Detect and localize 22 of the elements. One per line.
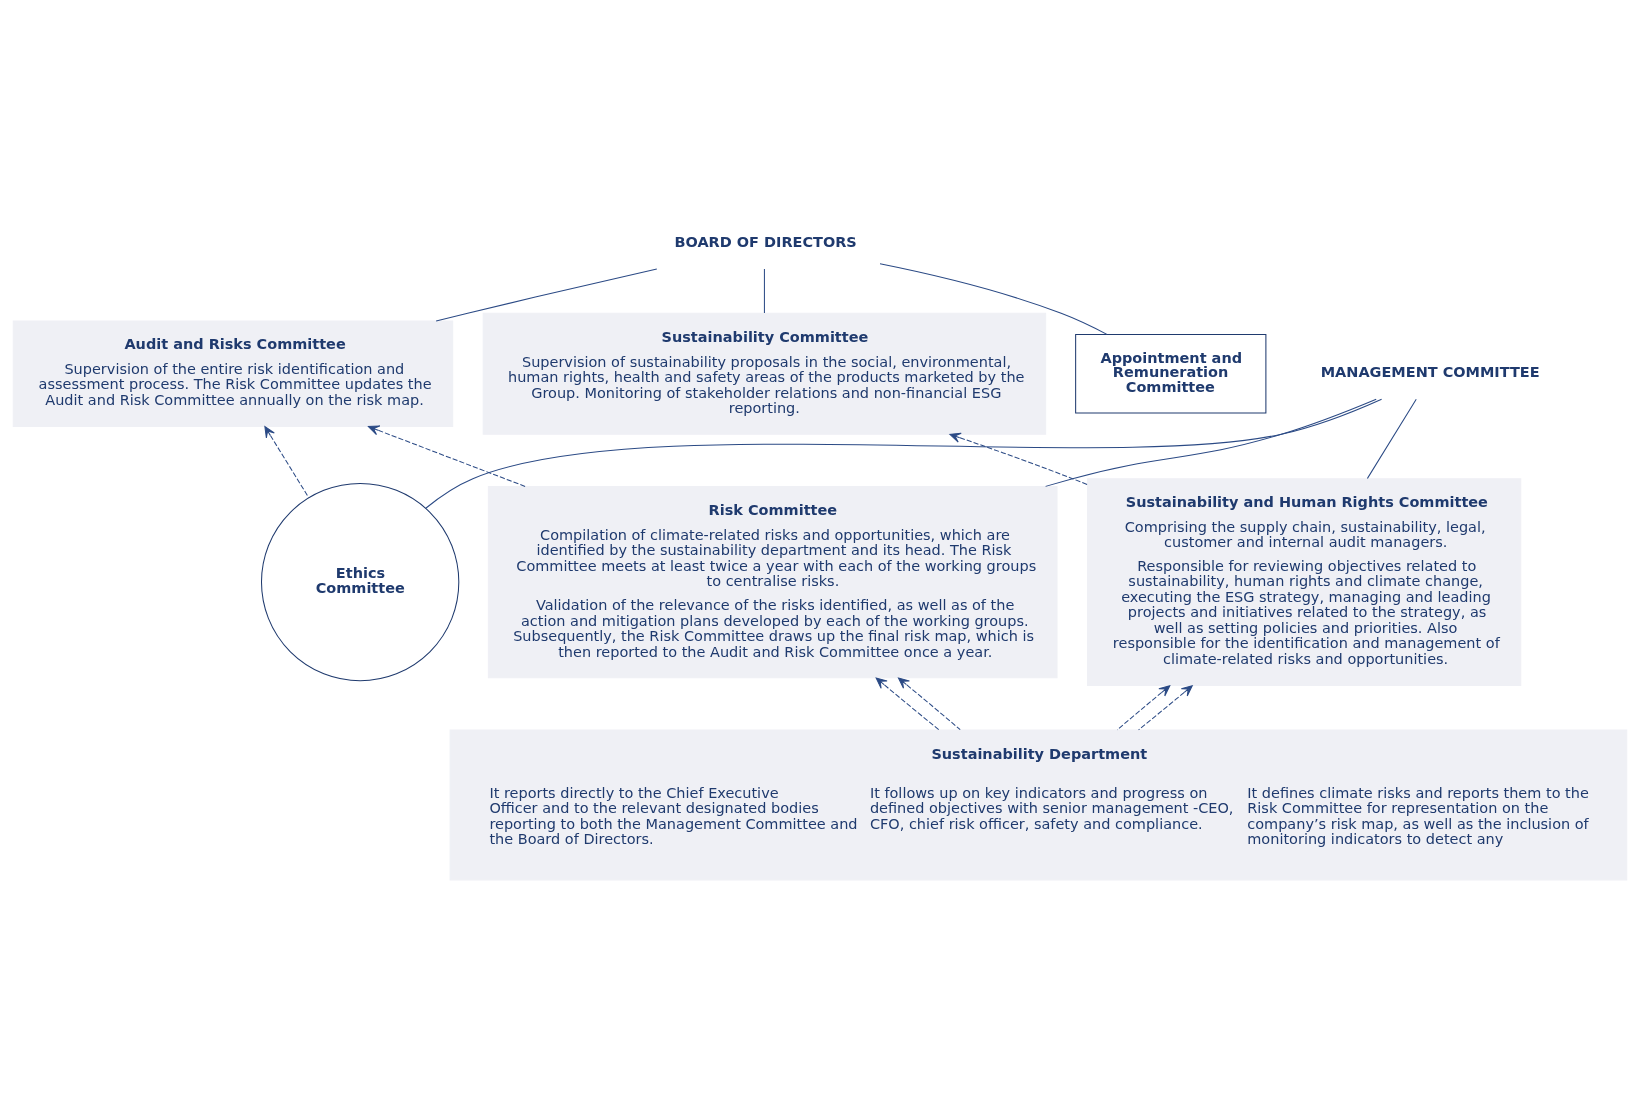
node-text: BOARD OF DIRECTORS bbox=[674, 233, 857, 250]
arrow bbox=[875, 677, 940, 730]
node-circle: Ethics Committee bbox=[260, 482, 460, 681]
arrow bbox=[1116, 684, 1171, 730]
arrow bbox=[264, 425, 310, 498]
arrow bbox=[949, 432, 1088, 485]
node-box: Sustainability Department It reports directly to the Chief Executive Officer and to the relevant designated bodies reporting to both the Management Committee and the Board of Directors. It follows up on key indicators and progress on defined objectives with senior management -CEO, CFO, chief risk officer, safety and compliance. It defines climate risks and reports them to the Risk Committee for representation on the company’s risk map, as well as the inclusion of monitoring indicators to detect any bbox=[449, 728, 1628, 880]
connector bbox=[879, 262, 1108, 335]
connector bbox=[1366, 398, 1417, 479]
connector bbox=[763, 267, 765, 313]
connector bbox=[1045, 398, 1377, 487]
node-box: Appointment and Remuneration Committee bbox=[1075, 333, 1267, 414]
node-box: Risk Committee Compilation of climate-related risks and opportunities, which are identified by the sustainability department and its head. The Risk Committee meets at least twice a year with each of the working groups to centralise risks. Validation of the relevance of the risks identified, as well as of the action and mitigation plans developed by each of the working groups. Subsequently, the Risk Committee draws up the final risk map, which is then reported to the Audit and Risk Committee once a year. bbox=[487, 485, 1058, 678]
arrow bbox=[897, 677, 961, 730]
connector bbox=[425, 398, 1383, 509]
connector bbox=[435, 267, 658, 321]
node-text: MANAGEMENT COMMITTEE bbox=[1320, 363, 1540, 380]
node-box: Sustainability Committee Supervision of sustainability proposals in the social, environmental, human rights, health and safety areas of the products marketed by the Group. Monitoring of stakeholder relations and non-financial ESG reporting. bbox=[482, 312, 1047, 435]
arrow bbox=[1138, 684, 1193, 730]
node-box: Audit and Risks Committee Supervision of the entire risk identification and assessment process. The Risk Committee updates the Audit and Risk Committee annually on the risk map. bbox=[12, 320, 454, 427]
node-box: Sustainability and Human Rights Committee Comprising the supply chain, sustainability, legal, customer and internal audit managers. Responsible for reviewing objectives related to sustainability, human rights and climate change, executing the ESG strategy, managing and leading projects and initiatives related to the strategy, as well as setting policies and priorities. Also responsible for the identification and management of climate-related risks and opportunities. bbox=[1087, 477, 1522, 686]
arrow bbox=[367, 424, 526, 487]
